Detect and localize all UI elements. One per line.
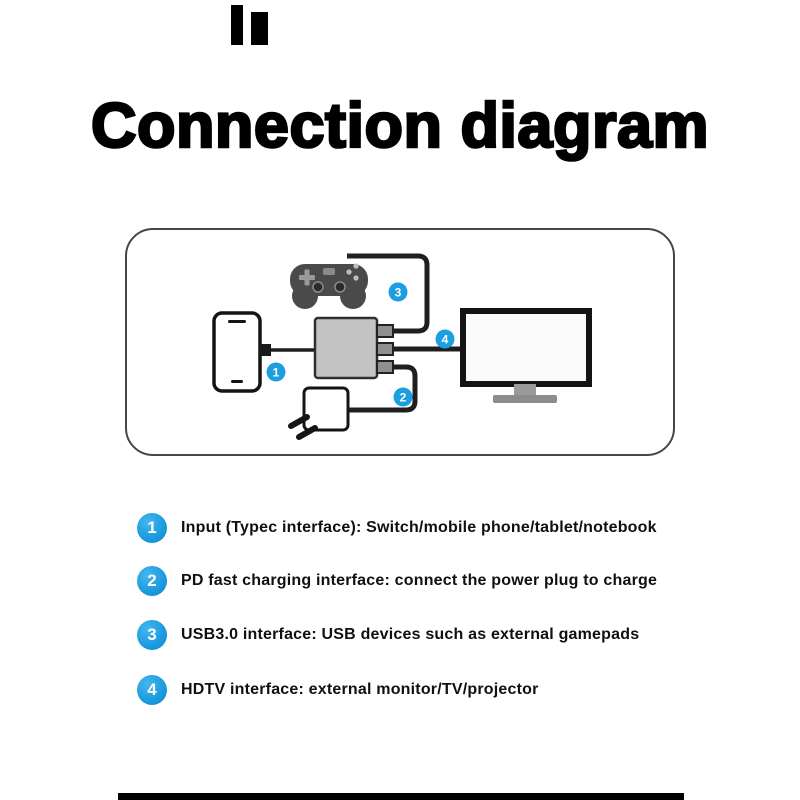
artifact-mark-left <box>231 5 243 45</box>
phone-connector <box>259 344 271 356</box>
plug-prong-1 <box>288 414 310 429</box>
phone <box>212 311 271 393</box>
legend-text-4: HDTV interface: external monitor/TV/proj… <box>181 681 539 698</box>
bottom-crop-bar <box>118 793 684 800</box>
diagram-badge-1-num: 1 <box>273 366 280 380</box>
hub-port-hdmi <box>376 342 394 356</box>
connection-diagram-box: 1 2 3 4 <box>125 228 675 456</box>
legend-item-3: 3 USB3.0 interface: USB devices such as … <box>137 620 639 650</box>
legend-badge-1: 1 <box>137 513 167 543</box>
gamepad-icon <box>290 263 368 309</box>
cables <box>270 253 465 413</box>
legend-item-4: 4 HDTV interface: external monitor/TV/pr… <box>137 675 539 705</box>
tv-stand-neck <box>514 384 536 395</box>
tv-stand-base <box>493 395 557 403</box>
artifact-mark-right <box>251 12 268 45</box>
legend-badge-2: 2 <box>137 566 167 596</box>
gamepad-cable <box>347 253 430 334</box>
legend-text-3: USB3.0 interface: USB devices such as ex… <box>181 626 640 643</box>
diagram-badge-1: 1 <box>266 362 286 382</box>
power-cable <box>346 364 418 413</box>
phone-speaker <box>228 320 246 323</box>
legend-badge-4: 4 <box>137 675 167 705</box>
connection-diagram: 1 2 3 4 <box>212 253 592 440</box>
diagram-badge-4-num: 4 <box>442 333 449 347</box>
diagram-badge-3: 3 <box>388 282 408 302</box>
page-title: Connection diagram <box>90 90 710 163</box>
legend-item-2: 2 PD fast charging interface: connect th… <box>137 566 657 596</box>
legend-item-1: 1 Input (Typec interface): Switch/mobile… <box>137 513 657 543</box>
legend-text-1: Input (Typec interface): Switch/mobile p… <box>181 519 657 536</box>
diagram-badge-4: 4 <box>435 329 455 349</box>
tv <box>460 308 592 403</box>
hub-port-usb <box>376 324 394 338</box>
diagram-badge-2: 2 <box>393 387 413 407</box>
diagram-badge-2-num: 2 <box>400 391 407 405</box>
hub <box>313 316 394 380</box>
diagram-badge-3-num: 3 <box>395 286 402 300</box>
phone-home-bar <box>231 380 243 383</box>
legend-badge-3: 3 <box>137 620 167 650</box>
legend-text-2: PD fast charging interface: connect the … <box>181 572 658 589</box>
power-adapter <box>288 386 350 440</box>
plug-prong-2 <box>296 425 318 440</box>
hub-port-pd <box>376 360 394 374</box>
